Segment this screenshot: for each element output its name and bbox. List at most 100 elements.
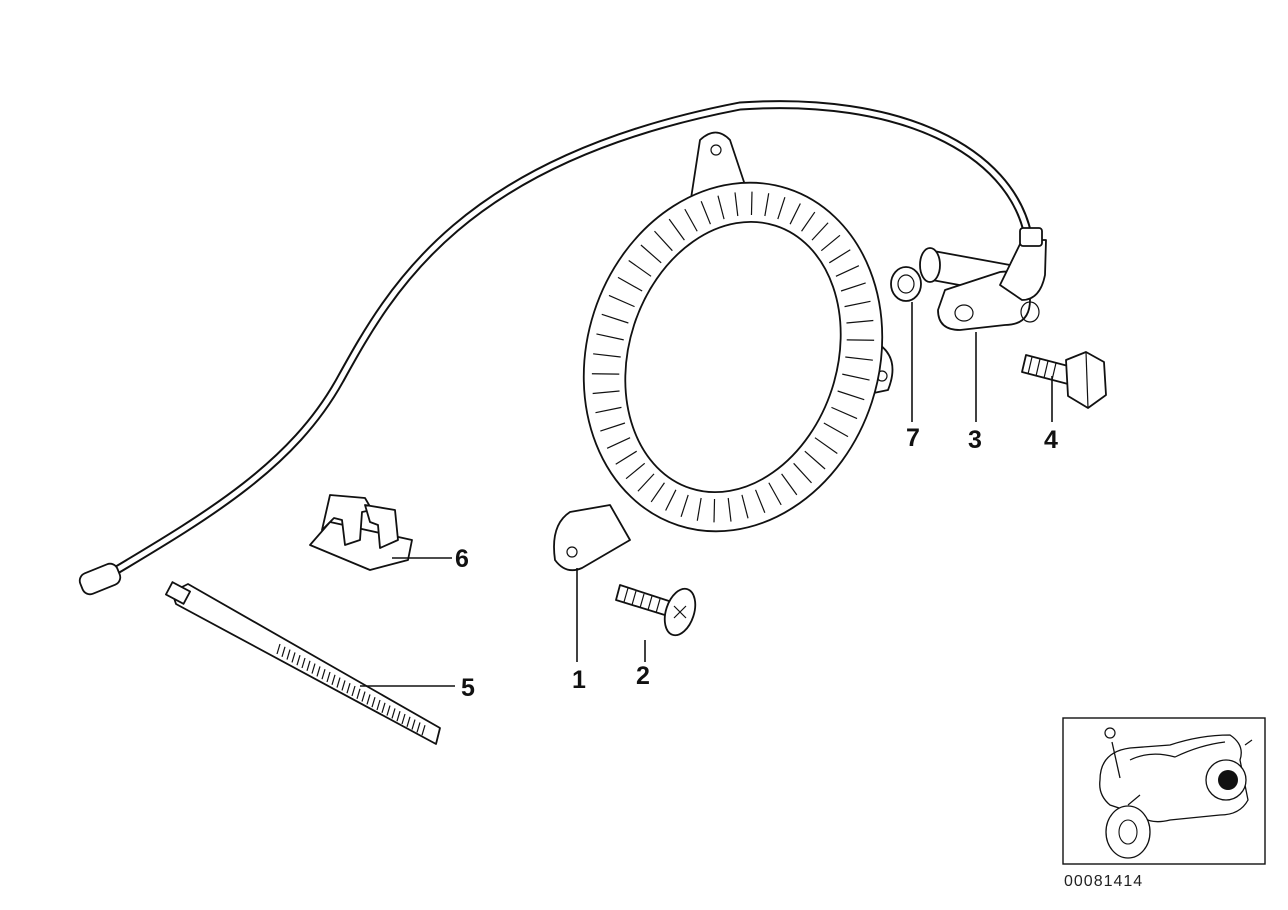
callout-5: 5 bbox=[461, 674, 475, 702]
tie-serration bbox=[381, 702, 386, 713]
tie-serration bbox=[311, 663, 316, 674]
tie-serration bbox=[421, 725, 426, 736]
ring-tooth bbox=[650, 482, 665, 503]
ring-tooth bbox=[811, 222, 829, 241]
tie-serration bbox=[371, 697, 376, 708]
bolt-part-4 bbox=[1021, 351, 1107, 409]
cable-tie-part-5 bbox=[164, 581, 441, 745]
ring-tooth bbox=[596, 333, 624, 341]
ring-tooth bbox=[713, 499, 716, 523]
ring-tooth bbox=[835, 265, 860, 277]
cable-end-plug bbox=[78, 562, 122, 596]
tie-serration bbox=[341, 680, 346, 691]
ring-tooth bbox=[608, 294, 635, 308]
tie-serration bbox=[326, 671, 331, 683]
tie-serration bbox=[401, 713, 406, 725]
leader-lines bbox=[360, 302, 1053, 687]
ring-tooth bbox=[628, 259, 652, 277]
tie-serration bbox=[291, 652, 296, 663]
ring-tooth bbox=[823, 422, 849, 438]
ring-tooth bbox=[600, 422, 626, 432]
tie-serration bbox=[316, 666, 321, 677]
tie-serration bbox=[366, 694, 371, 705]
ring-tooth bbox=[793, 462, 812, 484]
ring-tooth bbox=[831, 406, 858, 420]
ring-tooth bbox=[593, 353, 621, 358]
ring-tooth bbox=[601, 313, 629, 324]
ring-tooth bbox=[592, 390, 620, 395]
ring-tooth bbox=[680, 494, 689, 517]
tab-hole-top bbox=[710, 144, 722, 156]
screw-part-2 bbox=[615, 584, 697, 637]
ring-tooth bbox=[789, 203, 801, 225]
ring-tooth bbox=[727, 497, 732, 522]
callout-2: 2 bbox=[636, 662, 650, 690]
ring-tooth bbox=[684, 208, 698, 232]
sensor-ring bbox=[553, 131, 894, 572]
ring-tooth bbox=[840, 282, 866, 292]
tie-serration bbox=[351, 685, 356, 697]
ring-tooth bbox=[717, 195, 725, 220]
tie-serration bbox=[391, 708, 396, 719]
ring-tooth bbox=[606, 437, 631, 449]
callout-4: 4 bbox=[1044, 426, 1058, 454]
tie-serration bbox=[296, 655, 301, 666]
ring-tooth bbox=[828, 249, 851, 264]
ring-tooth bbox=[637, 473, 655, 492]
tie-serration bbox=[406, 716, 411, 727]
tie-serration bbox=[276, 643, 281, 655]
tie-serration bbox=[286, 649, 291, 660]
callout-7: 7 bbox=[906, 424, 920, 452]
ring-tooth bbox=[777, 197, 786, 220]
ring-tooth bbox=[845, 356, 873, 361]
ring-tooth bbox=[781, 473, 798, 496]
tie-serration bbox=[416, 722, 421, 733]
sensor-part-3 bbox=[919, 227, 1047, 331]
ring-tooth bbox=[764, 193, 770, 217]
ring-tooth bbox=[804, 450, 826, 470]
ring-tooth bbox=[696, 497, 702, 521]
tie-serration bbox=[301, 657, 306, 669]
ring-tooth bbox=[750, 191, 753, 215]
tie-serration bbox=[306, 660, 311, 671]
washer-part-7 bbox=[890, 266, 922, 302]
ring-tooth bbox=[844, 300, 871, 308]
callout-1: 1 bbox=[572, 666, 586, 694]
ring-tooth bbox=[814, 437, 838, 455]
ring-tooth bbox=[846, 319, 874, 324]
ring-tooth bbox=[654, 230, 673, 252]
ring-tooth bbox=[837, 390, 865, 401]
ring-tooth bbox=[617, 276, 643, 292]
highlight-rear-wheel-icon bbox=[1218, 770, 1238, 790]
ring-tooth bbox=[665, 489, 677, 511]
tie-serration bbox=[396, 711, 401, 722]
callout-3: 3 bbox=[968, 426, 982, 454]
ring-tooth bbox=[595, 406, 622, 414]
ring-tooth bbox=[615, 450, 638, 465]
callout-6: 6 bbox=[455, 545, 469, 573]
ring-tooth bbox=[734, 192, 739, 217]
tie-serration bbox=[386, 705, 391, 716]
tie-serration bbox=[411, 719, 416, 730]
ring-tooth bbox=[700, 201, 712, 225]
tie-serration bbox=[281, 646, 286, 657]
ring-tooth bbox=[820, 234, 841, 252]
tie-serration bbox=[346, 683, 351, 694]
ring-tooth bbox=[741, 494, 749, 519]
tie-serration bbox=[356, 688, 361, 699]
ring-tooth bbox=[768, 482, 782, 506]
ring-tooth bbox=[640, 244, 662, 264]
ring-tooth bbox=[842, 373, 870, 381]
ring-tooth bbox=[668, 218, 685, 241]
tab-hole-bottom bbox=[566, 546, 578, 558]
tie-serration bbox=[361, 691, 366, 702]
tie-serration bbox=[336, 677, 341, 688]
tie-serration bbox=[376, 699, 381, 711]
ring-tooth bbox=[625, 462, 646, 480]
tie-serration bbox=[321, 669, 326, 680]
locator-thumbnail bbox=[1062, 717, 1266, 865]
sensor-cable bbox=[78, 100, 1033, 596]
ring-tooth bbox=[754, 489, 766, 513]
drawing-number: 00081414 bbox=[1064, 873, 1143, 890]
